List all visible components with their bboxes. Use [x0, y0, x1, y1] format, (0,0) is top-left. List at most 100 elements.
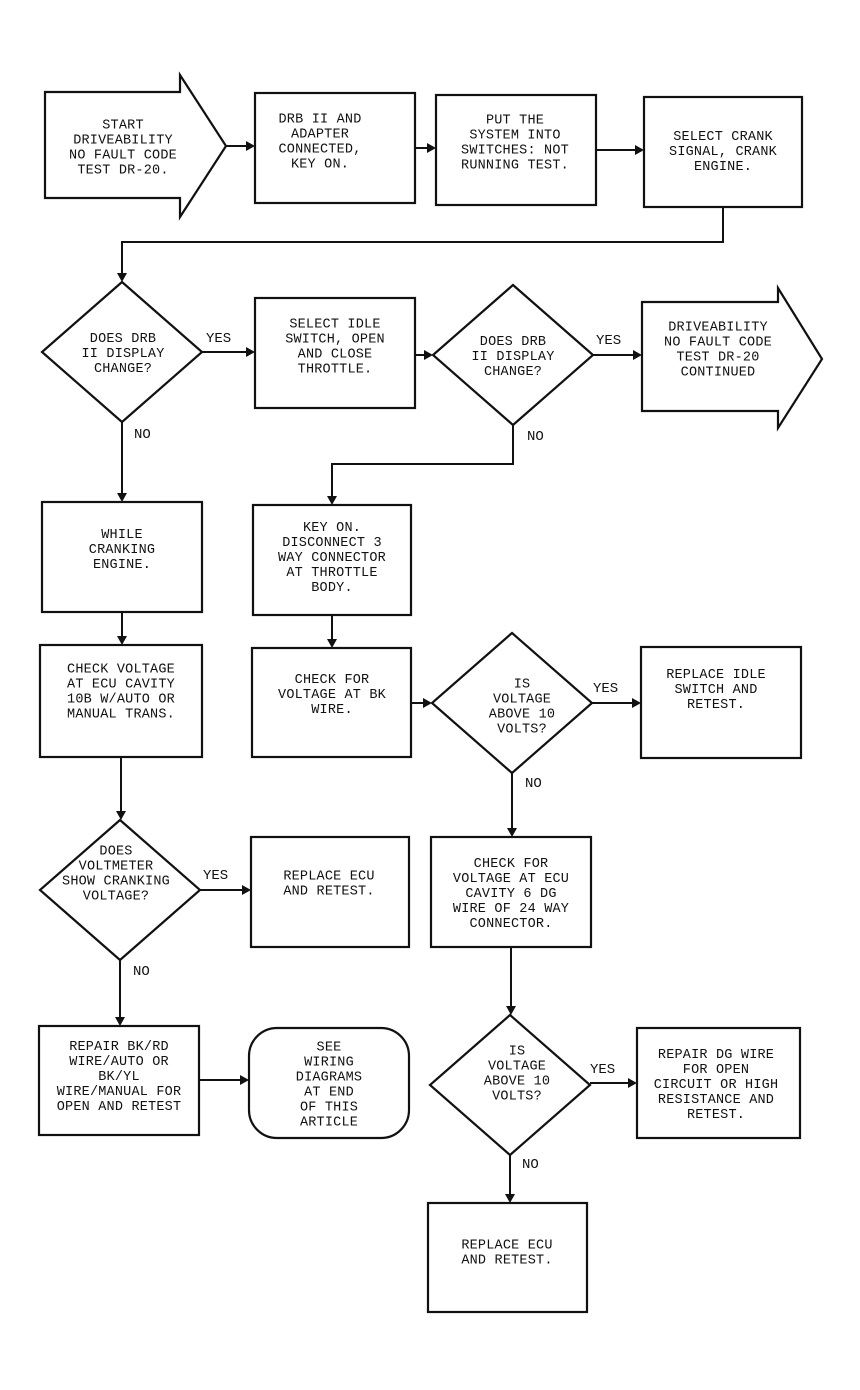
node-text-line: CHECK FOR	[295, 673, 370, 688]
arrowhead	[505, 1194, 515, 1203]
check-voltage-bk-box	[250, 646, 413, 759]
node-text-line: PUT THE	[486, 114, 544, 129]
node-text-line: DRIVEABILITY	[73, 134, 173, 149]
node-text-line: BK/YL	[98, 1070, 140, 1085]
node-text-line: REPLACE ECU	[461, 1239, 552, 1254]
node-text-line: CONNECTOR.	[469, 917, 552, 932]
node-text-line: DRIVEABILITY	[668, 321, 768, 336]
node-text-line: II DISPLAY	[471, 350, 554, 365]
arrowhead	[424, 350, 433, 360]
node-text-line: OF THIS	[300, 1101, 358, 1116]
node-text-line: DOES DRB	[90, 332, 156, 347]
node-text-line: AND RETEST.	[461, 1254, 552, 1269]
put-system-box	[434, 93, 598, 207]
arrowhead	[327, 639, 337, 648]
arrowhead	[506, 1006, 516, 1015]
node-text-line: RUNNING TEST.	[461, 159, 569, 174]
node-text-line: SIGNAL, CRANK	[669, 145, 778, 160]
node-text-line: SWITCH, OPEN	[285, 333, 385, 348]
node-text-line: RETEST.	[687, 1108, 745, 1123]
node-text-line: REPLACE ECU	[283, 870, 374, 885]
check-voltage-dg-box	[429, 835, 593, 949]
node-text-line: SEE	[317, 1041, 342, 1056]
node-text-line: RETEST.	[687, 698, 745, 713]
arrowhead	[327, 496, 337, 505]
node-text-line: REPAIR BK/RD	[69, 1040, 169, 1055]
arrowhead	[117, 273, 127, 282]
node-text-line: SHOW CRANKING	[62, 875, 170, 890]
arrowhead	[242, 885, 251, 895]
node-text-line: SELECT CRANK	[673, 130, 773, 145]
start-arrow	[43, 71, 228, 221]
continued-arrow	[640, 284, 824, 432]
node-text-line: VOLTAGE	[493, 693, 551, 708]
no-label-1: NO	[134, 427, 151, 443]
node-text-line: VOLTAGE AT BK	[278, 688, 387, 703]
node-text-line: DISCONNECT 3	[282, 536, 382, 551]
node-text-line: SYSTEM INTO	[469, 129, 560, 144]
node-text-line: 10B W/AUTO OR	[67, 693, 175, 708]
node-text-line: II DISPLAY	[81, 347, 164, 362]
node-text-line: FOR OPEN	[683, 1063, 749, 1078]
node-text-line: ABOVE 10	[484, 1075, 550, 1090]
node-text-line: DIAGRAMS	[296, 1071, 362, 1086]
edge-diamond2-no	[331, 425, 514, 498]
node-text-line: SWITCHES: NOT	[461, 144, 569, 159]
node-text-line: THROTTLE.	[298, 363, 373, 378]
yes-label-1: YES	[206, 331, 231, 347]
node-text-line: CONTINUED	[681, 366, 756, 381]
no-label-4: NO	[133, 964, 150, 980]
node-text-line: NO FAULT CODE	[69, 149, 177, 164]
node-text-line: CAVITY 6 DG	[465, 887, 556, 902]
node-text-line: OPEN AND RETEST	[57, 1100, 182, 1115]
arrowhead	[240, 1075, 249, 1085]
node-text-line: RESISTANCE AND	[658, 1093, 774, 1108]
arrowhead	[246, 141, 255, 151]
node-text-line: BODY.	[311, 581, 353, 596]
node-text-line: WIRE OF 24 WAY	[453, 902, 569, 917]
yes-label-4: YES	[203, 868, 228, 884]
node-text-line: WAY CONNECTOR	[278, 551, 386, 566]
arrowhead	[117, 636, 127, 645]
drb-connected-box	[253, 91, 417, 205]
arrowhead	[628, 1078, 637, 1088]
node-text-line: VOLTAGE	[488, 1060, 546, 1075]
arrowhead	[117, 493, 127, 502]
node-text-line: WIRE/MANUAL FOR	[57, 1085, 182, 1100]
node-text-line: CIRCUIT OR HIGH	[654, 1078, 779, 1093]
node-text-line: REPAIR DG WIRE	[658, 1048, 774, 1063]
node-text-line: TEST DR-20.	[77, 164, 168, 179]
node-text-line: AT THROTTLE	[286, 566, 377, 581]
node-text-line: AND CLOSE	[298, 348, 373, 363]
node-text-line: ENGINE.	[93, 558, 151, 573]
select-crank-box	[642, 95, 804, 209]
arrowhead	[507, 828, 517, 837]
node-text-line: IS	[514, 678, 531, 693]
node-text-line: CRANKING	[89, 543, 155, 558]
node-text-line: KEY ON.	[291, 158, 349, 173]
replace-idle-box	[639, 645, 803, 760]
node-text-line: NO FAULT CODE	[664, 336, 772, 351]
node-text-line: WIRING	[304, 1056, 354, 1071]
no-label-3: NO	[525, 776, 542, 792]
node-text-line: AT ECU CAVITY	[67, 678, 175, 693]
arrowhead	[427, 143, 436, 153]
node-text-line: CHANGE?	[484, 365, 542, 380]
yes-label-2: YES	[596, 333, 621, 349]
node-text-line: ABOVE 10	[489, 708, 555, 723]
node-text-line: IS	[509, 1045, 526, 1060]
node-text-line: REPLACE IDLE	[666, 668, 766, 683]
node-text-line: AT END	[304, 1086, 354, 1101]
